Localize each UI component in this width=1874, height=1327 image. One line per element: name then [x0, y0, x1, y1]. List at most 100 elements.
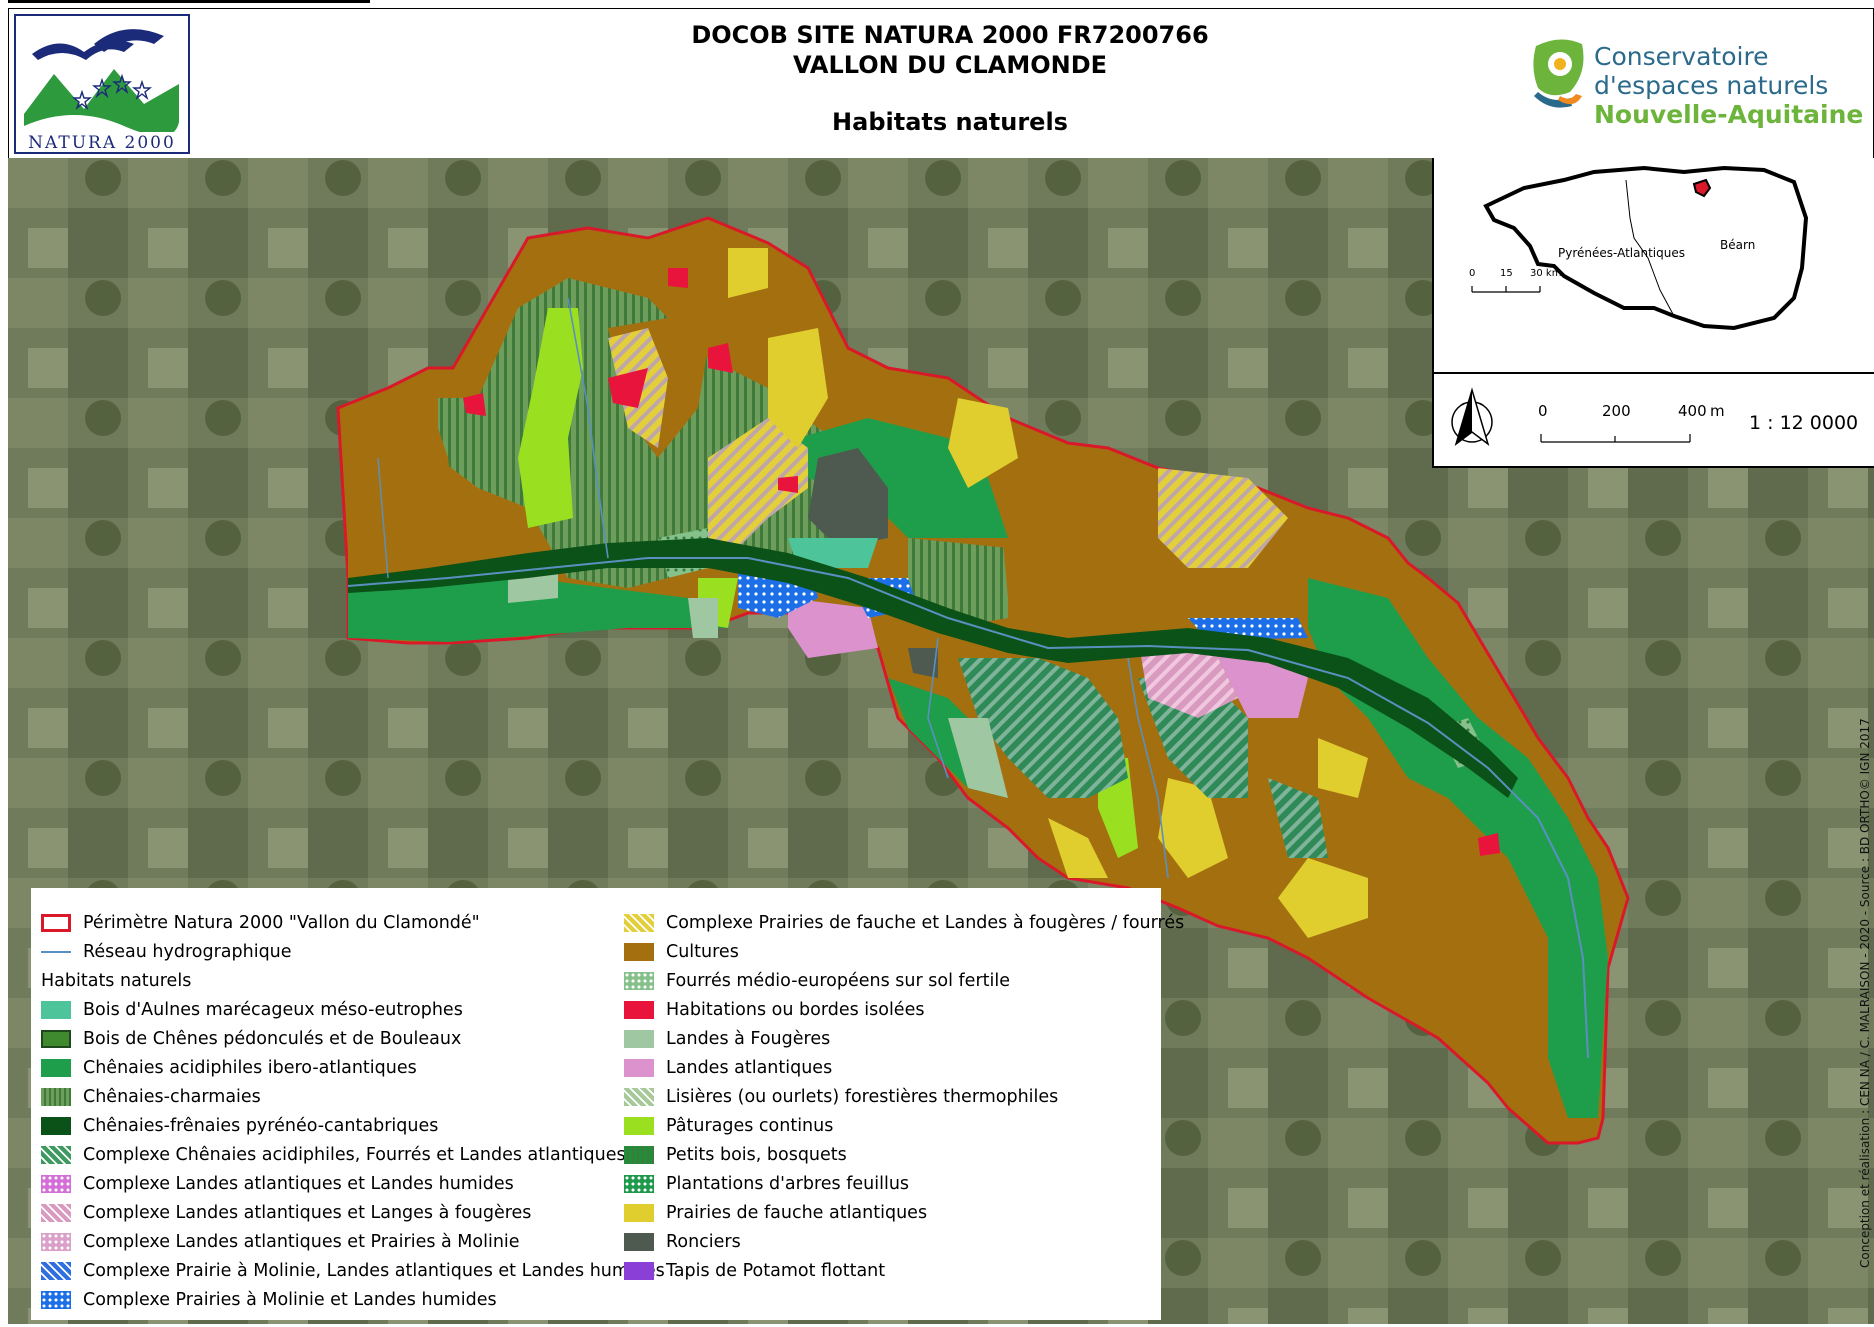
- legend-swatch: [41, 1174, 71, 1193]
- habitat-landes-fougeres-center[interactable]: [688, 598, 718, 638]
- legend-item-chenaies-frenaies-pyreneo-cantabriques: Chênaies-frênaies pyrénéo-cantabriques: [31, 1111, 665, 1140]
- cen-leaf-icon: [1533, 39, 1584, 108]
- natura-2000-logo: NATURA 2000: [14, 14, 190, 154]
- inset-region-label: Béarn: [1720, 238, 1756, 252]
- habitat-prairies-fauche-east[interactable]: [1318, 738, 1368, 798]
- habitat-chenaies-frenaies-corridor[interactable]: [348, 538, 1518, 798]
- map-title-line1: DOCOB SITE NATURA 2000 FR7200766: [691, 21, 1209, 49]
- legend-label: Habitations ou bordes isolées: [666, 999, 925, 1020]
- map-credits: Conception et réalisation : CEN NA / C. …: [1858, 718, 1872, 1268]
- habitat-prairies-landes-hatch-center[interactable]: [708, 418, 808, 558]
- habitat-landes-atlantiques-south[interactable]: [788, 598, 878, 658]
- legend-swatch: [41, 1203, 71, 1222]
- legend-swatch: [624, 1232, 654, 1251]
- legend-label-hydro: Réseau hydrographique: [83, 941, 292, 962]
- legend-label: Complexe Landes atlantiques et Landes hu…: [83, 1173, 514, 1194]
- inset-bearn-boundary: [1625, 179, 1675, 317]
- legend-swatch: [41, 1261, 71, 1280]
- legend-item-prairies-de-fauche-atlantiques: Prairies de fauche atlantiques: [614, 1198, 1184, 1227]
- cen-line3: Nouvelle-Aquitaine: [1594, 100, 1864, 129]
- legend-swatch: [624, 1029, 654, 1048]
- habitation-north-2[interactable]: [668, 268, 688, 288]
- legend-swatch: [41, 1116, 71, 1135]
- legend-swatch: [624, 913, 654, 932]
- inset-region-map: [1471, 165, 1809, 331]
- habitation-center[interactable]: [778, 476, 798, 493]
- habitation-west[interactable]: [463, 393, 486, 416]
- legend-label: Tapis de Potamot flottant: [666, 1260, 886, 1281]
- habitation-north-3[interactable]: [708, 343, 733, 373]
- natura-logo-text: NATURA 2000: [28, 133, 176, 153]
- habitat-landes-fougeres-south[interactable]: [948, 718, 1008, 798]
- legend-label: Pâturages continus: [666, 1115, 834, 1136]
- habitat-cultures-center[interactable]: [998, 468, 1168, 618]
- legend-column-1: Périmètre Natura 2000 "Vallon du Clamond…: [31, 908, 665, 1314]
- legend-label-perimeter: Périmètre Natura 2000 "Vallon du Clamond…: [83, 912, 480, 933]
- legend-item-bois-de-chenes-pedoncules-et-de-bouleaux: Bois de Chênes pédonculés et de Bouleaux: [31, 1024, 665, 1053]
- legend-label: Chênaies-frênaies pyrénéo-cantabriques: [83, 1115, 439, 1136]
- habitat-prairies-fauche-north[interactable]: [728, 248, 768, 298]
- legend-label: Lisières (ou ourlets) forestières thermo…: [666, 1086, 1059, 1107]
- habitation-north-1[interactable]: [608, 368, 648, 408]
- legend-swatch: [41, 1232, 71, 1251]
- scale-bar: [1540, 434, 1691, 443]
- legend-swatch: [624, 1058, 654, 1077]
- legend-swatch: [41, 1000, 71, 1019]
- legend-swatch-hydro: [41, 950, 71, 953]
- scale-unit: m: [1710, 402, 1725, 420]
- map-legend: Périmètre Natura 2000 "Vallon du Clamond…: [31, 888, 1184, 1320]
- hydro-tributary-west: [377, 457, 389, 579]
- legend-item-plantations-d-arbres-feuillus: Plantations d'arbres feuillus: [614, 1169, 1184, 1198]
- inset-department-outline: [1483, 165, 1809, 331]
- legend-item-paturages-continus: Pâturages continus: [614, 1111, 1184, 1140]
- habitation-east[interactable]: [1478, 833, 1500, 856]
- location-inset: Pyrénées-Atlantiques Béarn 0 15 30 km 0 …: [1432, 158, 1874, 468]
- habitat-prairies-fauche-south1[interactable]: [1048, 818, 1108, 878]
- legend-item-landes-a-fougeres: Landes à Fougères: [614, 1024, 1184, 1053]
- inset-site-location: [1692, 178, 1712, 198]
- legend-label: Fourrés médio-européens sur sol fertile: [666, 970, 1010, 991]
- hydro-tributary-north: [567, 297, 609, 559]
- habitat-complexe-landes-pink-hatch[interactable]: [1138, 638, 1238, 718]
- scale-ratio: 1 : 12 0000: [1749, 412, 1859, 434]
- legend-item-complexe-chenaies-acidiphiles-fourres-et: Complexe Chênaies acidiphiles, Fourrés e…: [31, 1140, 665, 1169]
- legend-label: Complexe Prairies de fauche et Landes à …: [666, 912, 1185, 933]
- habitat-ronciers-small[interactable]: [908, 648, 938, 678]
- habitat-paturages-north[interactable]: [518, 308, 583, 528]
- habitat-complexe-chenaies-hatch-southeast[interactable]: [1138, 678, 1248, 798]
- inset-dept-label: Pyrénées-Atlantiques: [1558, 246, 1685, 260]
- scale-tick-400: 400: [1678, 402, 1707, 420]
- habitat-prairies-fauche-northcenter[interactable]: [768, 328, 828, 448]
- legend-item-complexe-landes-atlantiques-et-landes-hu: Complexe Landes atlantiques et Landes hu…: [31, 1169, 665, 1198]
- habitat-prairies-fauche-south2[interactable]: [1158, 778, 1228, 878]
- legend-label: Landes atlantiques: [666, 1057, 833, 1078]
- legend-swatch: [41, 1087, 71, 1106]
- habitat-ronciers-center[interactable]: [808, 448, 888, 548]
- inset-separator: [1434, 372, 1874, 374]
- legend-swatch: [624, 1000, 654, 1019]
- legend-swatch: [624, 942, 654, 961]
- legend-label: Bois d'Aulnes marécageux méso-eutrophes: [83, 999, 463, 1020]
- legend-swatch: [624, 1174, 654, 1193]
- legend-label: Chênaies acidiphiles ibero-atlantiques: [83, 1057, 417, 1078]
- legend-item-bois-d-aulnes-marecageux-meso-eutrophes: Bois d'Aulnes marécageux méso-eutrophes: [31, 995, 665, 1024]
- legend-label: Complexe Landes atlantiques et Langes à …: [83, 1202, 532, 1223]
- habitat-prairies-fauche-center[interactable]: [948, 398, 1018, 488]
- habitat-prairies-landes-hatch-east[interactable]: [1158, 468, 1288, 568]
- legend-label: Cultures: [666, 941, 739, 962]
- cen-logo: Conservatoire d'espaces naturels Nouvell…: [1530, 36, 1863, 132]
- habitat-prairies-fauche-southeast[interactable]: [1278, 858, 1368, 938]
- legend-item-chenaies-acidiphiles-ibero-atlantiques: Chênaies acidiphiles ibero-atlantiques: [31, 1053, 665, 1082]
- legend-label: Petits bois, bosquets: [666, 1144, 847, 1165]
- hydro-tributary-southwest: [927, 637, 949, 779]
- legend-item-tapis-de-potamot-flottant: Tapis de Potamot flottant: [614, 1256, 1184, 1285]
- hydro-main-river: [347, 557, 1589, 1059]
- legend-label: Bois de Chênes pédonculés et de Bouleaux: [83, 1028, 462, 1049]
- legend-swatch: [624, 1261, 654, 1280]
- habitat-cultures-west[interactable]: [348, 398, 458, 598]
- habitat-complexe-chenaies-hatch-south[interactable]: [958, 658, 1128, 798]
- inset-scale-tick-15: 15: [1500, 268, 1513, 279]
- habitat-complexe-chenaies-hatch-east[interactable]: [1268, 778, 1328, 858]
- cen-line2: d'espaces naturels: [1594, 71, 1829, 100]
- scale-tick-0: 0: [1538, 402, 1548, 420]
